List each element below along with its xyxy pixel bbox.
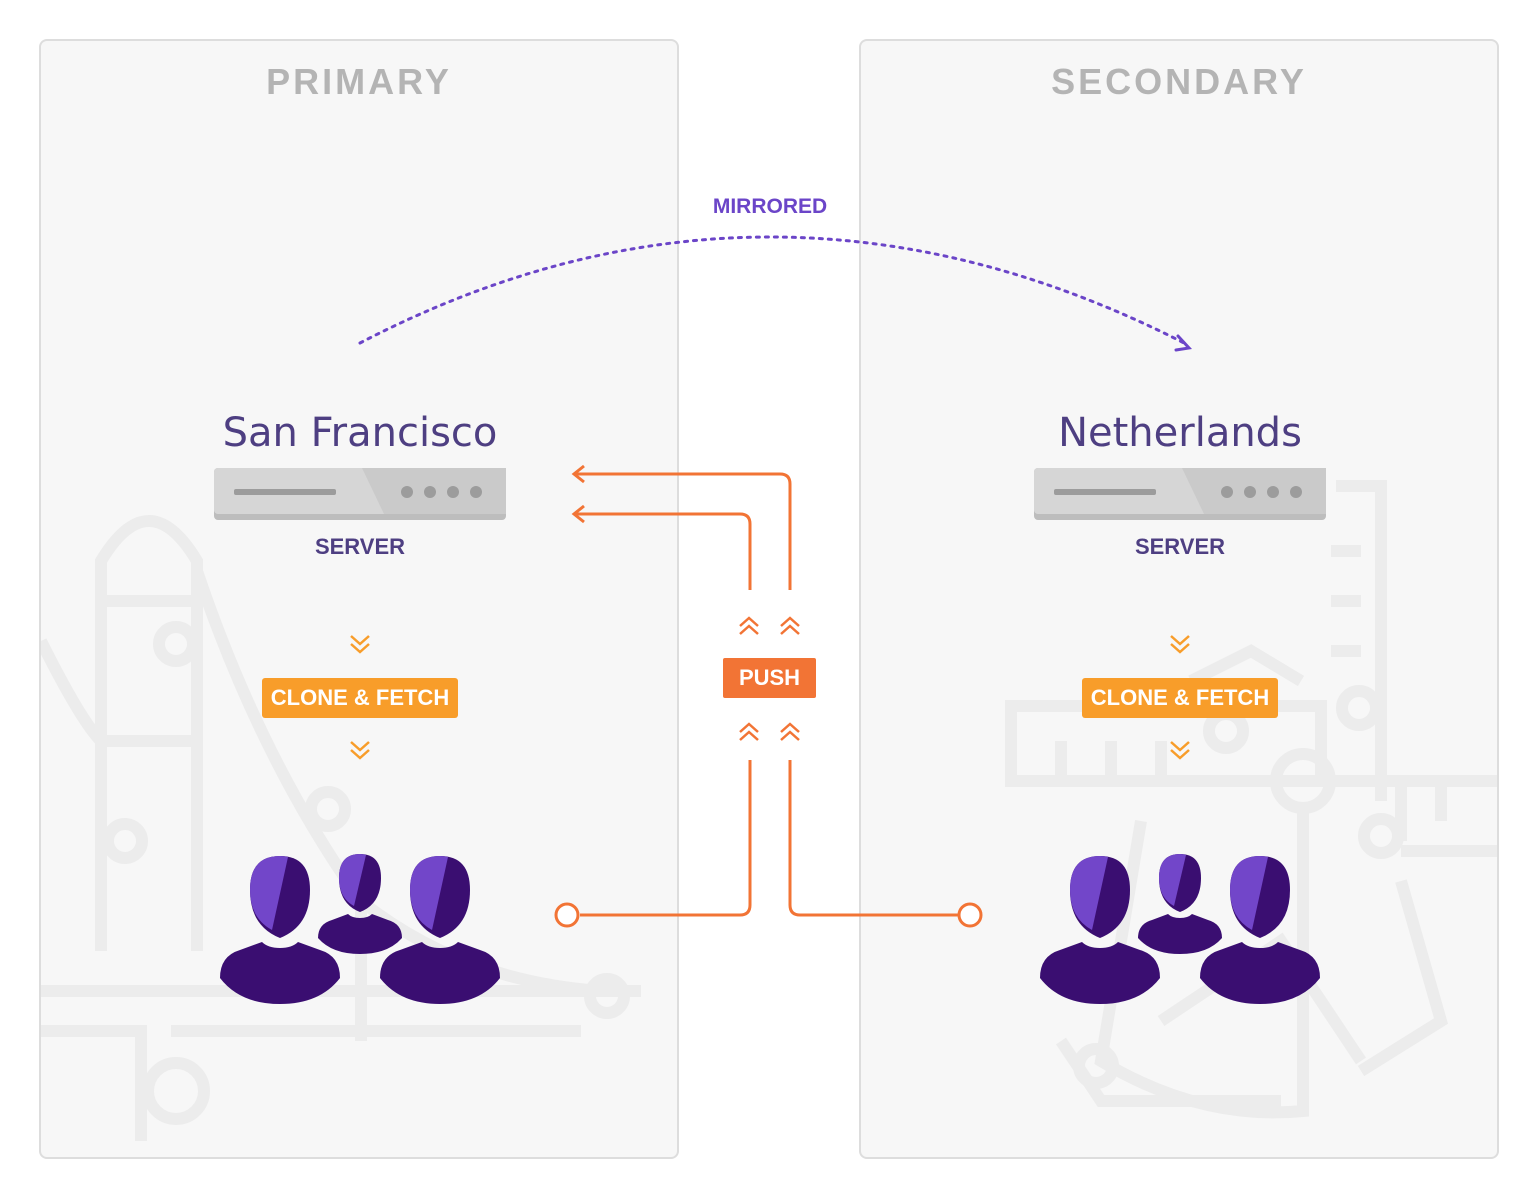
push-line-outer — [576, 472, 792, 590]
primary-clone-chevron-top-icon — [349, 634, 371, 654]
push-badge: PUSH — [723, 658, 816, 698]
push-chevron-top-right-icon — [779, 616, 801, 636]
primary-users-connector-icon — [554, 902, 580, 928]
push-line-inner — [576, 512, 752, 590]
secondary-clone-chevron-top-icon — [1169, 634, 1191, 654]
primary-city-name: San Francisco — [222, 410, 498, 456]
push-chevron-bottom-left-icon — [738, 722, 760, 742]
push-arrowhead-outer-icon — [571, 464, 585, 484]
mirrored-label: MIRRORED — [712, 195, 828, 218]
primary-server-icon — [214, 468, 506, 520]
secondary-users-icon — [1040, 854, 1320, 1004]
primary-users-icon — [220, 854, 500, 1004]
secondary-panel: SECONDARY — [859, 39, 1499, 1159]
primary-server-label: SERVER — [314, 534, 406, 559]
push-chevron-bottom-right-icon — [779, 722, 801, 742]
secondary-city-name: Netherlands — [1058, 410, 1302, 456]
primary-clone-fetch-badge: CLONE & FETCH — [262, 678, 458, 718]
secondary-clone-fetch-badge: CLONE & FETCH — [1082, 678, 1278, 718]
primary-title: PRIMARY — [266, 61, 452, 102]
secondary-server-label: SERVER — [1134, 534, 1226, 559]
primary-panel: PRIMARY — [39, 39, 679, 1159]
mirrored-arc — [358, 235, 1190, 347]
secondary-clone-chevron-bottom-icon — [1169, 740, 1191, 760]
golden-gate-bridge-illustration — [41, 515, 641, 1141]
push-line-secondary-users — [788, 760, 958, 917]
push-arrowhead-inner-icon — [571, 504, 585, 524]
secondary-users-connector-icon — [957, 902, 983, 928]
netherlands-illustration — [1005, 480, 1497, 1119]
secondary-title: SECONDARY — [1051, 61, 1307, 102]
secondary-server-icon — [1034, 468, 1326, 520]
mirrored-arrowhead-icon — [1174, 334, 1193, 352]
push-chevron-top-left-icon — [738, 616, 760, 636]
primary-clone-chevron-bottom-icon — [349, 740, 371, 760]
push-line-primary-users — [580, 760, 752, 917]
